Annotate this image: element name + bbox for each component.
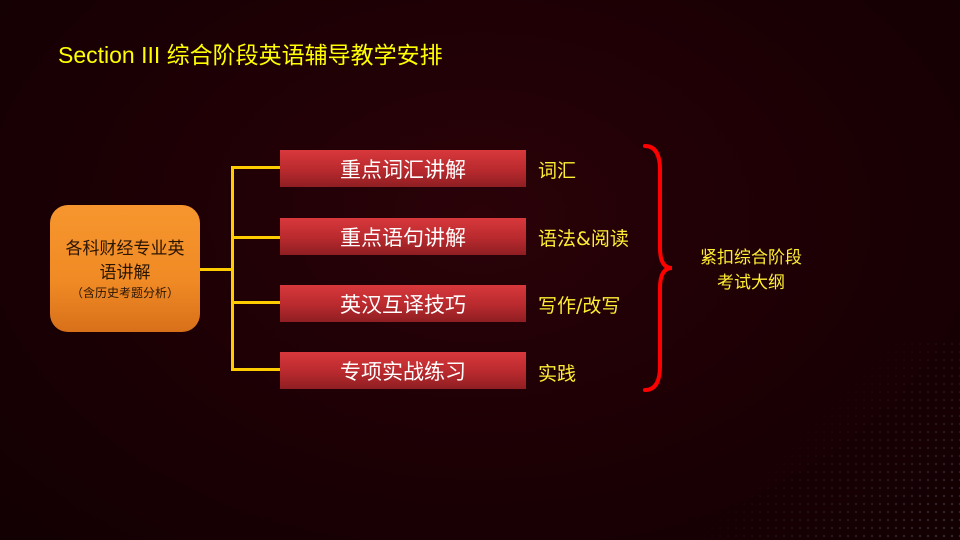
connector-branch xyxy=(231,236,280,239)
item-tag: 实践 xyxy=(538,363,577,385)
connector-branch xyxy=(231,301,280,304)
connector-trunk xyxy=(200,268,233,271)
item-box-vocabulary: 重点词汇讲解 xyxy=(280,150,526,187)
slide-title: Section III 综合阶段英语辅导教学安排 xyxy=(58,42,443,68)
source-box: 各科财经专业英语讲解 （含历史考题分析） xyxy=(50,205,200,332)
summary-line-1: 紧扣综合阶段 xyxy=(700,248,802,268)
curly-brace-icon xyxy=(643,144,673,392)
source-sub-text: （含历史考题分析） xyxy=(70,285,179,300)
item-tag: 词汇 xyxy=(538,160,577,182)
source-main-text: 各科财经专业英语讲解 xyxy=(65,238,185,283)
item-tag: 写作/改写 xyxy=(538,295,621,317)
connector-branch xyxy=(231,166,280,169)
connector-branch xyxy=(231,368,280,371)
connector-vertical xyxy=(231,166,234,371)
summary-note: 紧扣综合阶段 考试大纲 xyxy=(676,246,826,296)
item-box-translation: 英汉互译技巧 xyxy=(280,285,526,322)
summary-line-2: 考试大纲 xyxy=(717,273,785,293)
item-box-practice: 专项实战练习 xyxy=(280,352,526,389)
item-tag: 语法&阅读 xyxy=(538,228,629,250)
dot-pattern-decoration xyxy=(700,340,960,540)
item-box-sentences: 重点语句讲解 xyxy=(280,218,526,255)
